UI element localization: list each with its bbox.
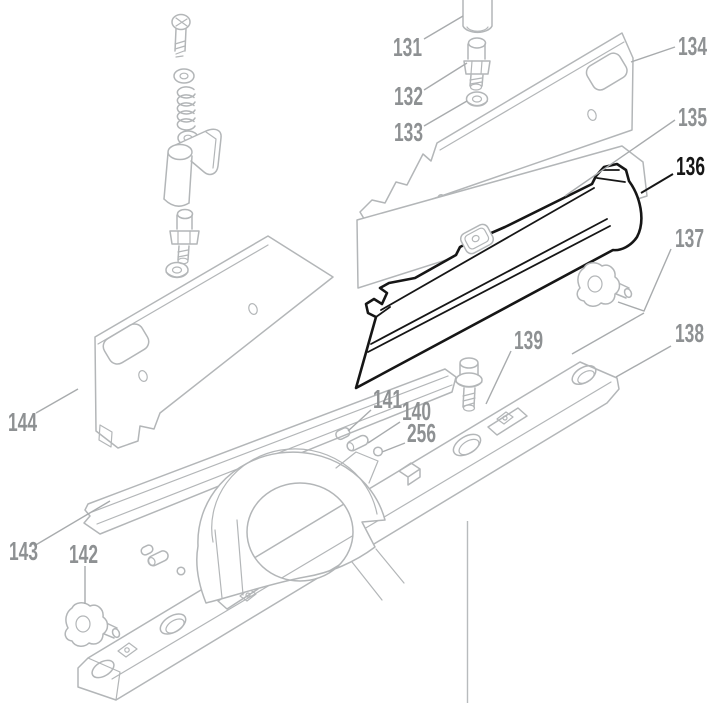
callout-label-136: 136 [676,151,705,181]
leader-line-143 [33,500,111,547]
leader-line-141 [347,409,372,432]
part-inner-plate [356,145,648,289]
part-flange-bolt [455,357,483,412]
callout-label-140: 140 [402,396,431,426]
part-ring-right [372,446,384,457]
callout-label-141: 141 [373,384,402,414]
leader-line-137 [617,248,672,312]
callout-label-131: 131 [393,32,422,62]
leader-line-136 [640,173,674,194]
part-hex-bolt [169,208,200,265]
part-cover-highlight [354,162,643,390]
part-roll-pin-right [346,434,369,452]
part-knob-right [576,262,633,307]
part-clamp-lever [163,128,222,207]
part-washer-top [173,68,195,84]
callout-label-135: 135 [678,102,707,132]
leader-line-138 [615,345,672,378]
part-blade-guard-crescent [196,448,405,604]
part-washer-bottom [165,261,189,279]
part-flat-washer [465,91,489,107]
leader-line-144 [35,388,79,414]
assembly-line-0 [571,312,645,355]
part-adjust-bolt [463,37,491,91]
leader-line-132 [423,62,468,91]
leader-line-139 [485,350,512,405]
callout-label-142: 142 [69,539,98,569]
leader-line-256 [381,442,406,453]
part-backing-plate [359,32,634,223]
leader-line-135 [564,119,676,197]
leader-line-134 [630,46,676,63]
callout-label-133: 133 [394,117,423,147]
part-spring [176,86,196,131]
leader-line-131 [423,15,464,40]
part-kerf-plate [94,235,334,449]
part-knob-left [64,602,121,647]
part-ring-left [176,566,186,576]
part-clamp-screw [171,13,191,58]
part-roll-pin-left [147,550,169,567]
callout-label-132: 132 [394,81,423,111]
callout-label-144: 144 [8,407,37,437]
part-sleeve-cylinder [462,0,493,34]
part-set-screw-left [140,544,154,556]
callout-label-138: 138 [675,318,704,348]
part-square-nut [459,223,495,255]
callout-label-139: 139 [514,325,543,355]
callout-label-137: 137 [675,223,704,253]
leader-line-140 [367,421,401,444]
callout-label-134: 134 [678,31,707,61]
callout-label-256: 256 [407,418,436,448]
callout-label-143: 143 [9,536,38,566]
leader-line-133 [423,100,468,127]
